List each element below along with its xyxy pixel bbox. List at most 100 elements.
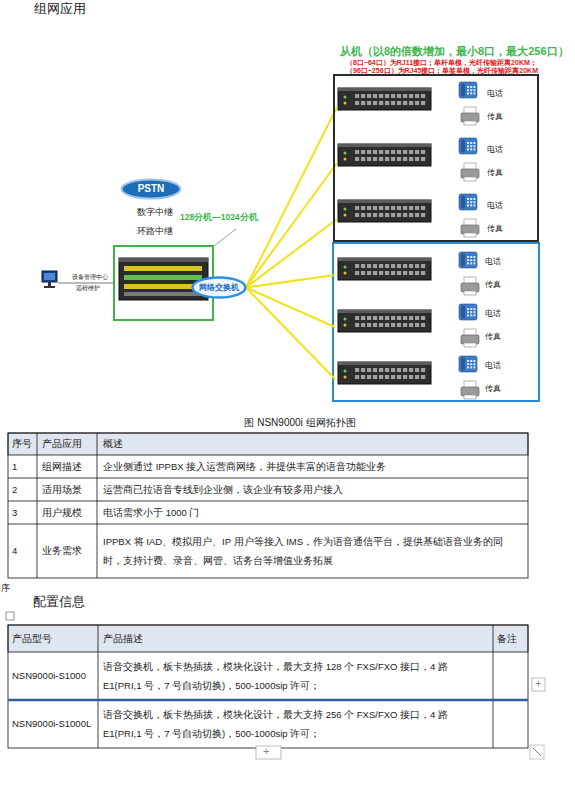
- grid-line: [98, 625, 99, 748]
- port: [391, 271, 395, 275]
- port: [361, 94, 365, 98]
- grid-line: [493, 625, 494, 748]
- slave-device: [338, 356, 479, 399]
- phone-handset: [461, 140, 465, 153]
- main-device: [119, 258, 208, 300]
- port: [391, 316, 395, 320]
- port: [391, 368, 395, 372]
- port: [355, 375, 359, 379]
- phone-key: [473, 92, 475, 94]
- port: [415, 101, 419, 105]
- table-cell: 运营商已拉语音专线到企业侧，该企业有较多用户接入: [103, 484, 343, 495]
- port: [373, 157, 377, 161]
- phone-key: [467, 308, 469, 310]
- port: [421, 323, 425, 327]
- node-label: PSTN: [138, 183, 165, 195]
- add-button-label: +: [263, 745, 269, 758]
- fax-icon: [461, 169, 479, 178]
- port-row: [124, 292, 202, 296]
- port: [367, 157, 371, 161]
- phone-icon: [459, 82, 477, 98]
- add-button-label: +: [535, 677, 541, 690]
- phone-key: [473, 142, 475, 144]
- port: [385, 213, 389, 217]
- rack-body: [338, 88, 431, 110]
- phone-key: [467, 360, 469, 362]
- group-box: [333, 243, 539, 401]
- table-cell: NSN9000i-S1000: [12, 670, 86, 681]
- port: [415, 323, 419, 327]
- port: [385, 150, 389, 154]
- phone-key: [473, 145, 475, 147]
- table-cell: 业务需求: [42, 545, 82, 556]
- phone-key: [470, 366, 472, 368]
- phone-key: [473, 86, 475, 88]
- computer-icon: [42, 271, 57, 288]
- led: [344, 208, 347, 211]
- phone-handset: [461, 358, 465, 371]
- port: [361, 323, 365, 327]
- fax-paper: [464, 291, 476, 295]
- port: [385, 206, 389, 210]
- port: [379, 264, 383, 268]
- port: [403, 150, 407, 154]
- phone-handset: [461, 306, 465, 319]
- rack-body: [338, 144, 431, 166]
- port: [397, 271, 401, 275]
- port: [361, 206, 365, 210]
- port: [409, 323, 413, 327]
- slave-unit: 电话传真: [335, 302, 530, 352]
- note-text: 序: [1, 583, 10, 594]
- phone-key: [467, 262, 469, 264]
- table-cell: 用户规模: [42, 507, 82, 518]
- phone-key: [470, 262, 472, 264]
- port: [421, 316, 425, 320]
- note-text: 远程维护: [76, 285, 100, 292]
- phone-icon: [459, 356, 477, 372]
- port: [415, 368, 419, 372]
- port: [409, 94, 413, 98]
- phone-key: [470, 92, 472, 94]
- phone-key: [467, 311, 469, 313]
- add-button: [256, 746, 281, 759]
- phone-key: [470, 314, 472, 316]
- led: [344, 214, 347, 217]
- port: [379, 316, 383, 320]
- phone-key: [473, 314, 475, 316]
- grid-line: [97, 433, 98, 578]
- table-cell: 产品型号: [12, 633, 52, 644]
- phone-key: [470, 142, 472, 144]
- phone-key: [473, 204, 475, 206]
- port: [373, 375, 377, 379]
- port: [415, 316, 419, 320]
- phone-key: [467, 366, 469, 368]
- port: [367, 94, 371, 98]
- port: [391, 150, 395, 154]
- port: [361, 150, 365, 154]
- table-cell: NSN9000i-S1000L: [12, 718, 91, 729]
- table-cell: IPPBX 将 IAD、模拟用户、IP 用户等接入 IMS，作为语音通信平台，提…: [103, 532, 523, 570]
- slave-unit: 电话传真: [337, 194, 532, 244]
- port: [385, 264, 389, 268]
- phone-icon: [459, 304, 477, 320]
- port: [385, 157, 389, 161]
- grid-line: [8, 478, 528, 479]
- port: [355, 157, 359, 161]
- resize-box: [530, 745, 544, 759]
- table-handle: [6, 612, 14, 620]
- table-cell: 电话需求小于 1000 门: [103, 507, 199, 518]
- node-text: 电话: [485, 361, 501, 370]
- node-text: 传真: [485, 280, 501, 289]
- node-text: 传真: [487, 112, 503, 121]
- port: [385, 375, 389, 379]
- link-line: [246, 219, 337, 288]
- node-text: 电话: [487, 201, 503, 210]
- node-text: 电话: [487, 89, 503, 98]
- port: [379, 375, 383, 379]
- led: [344, 152, 347, 155]
- phone-key: [470, 89, 472, 91]
- phone-key: [470, 204, 472, 206]
- link-line: [246, 288, 335, 380]
- port: [421, 150, 425, 154]
- port-row: [124, 275, 202, 280]
